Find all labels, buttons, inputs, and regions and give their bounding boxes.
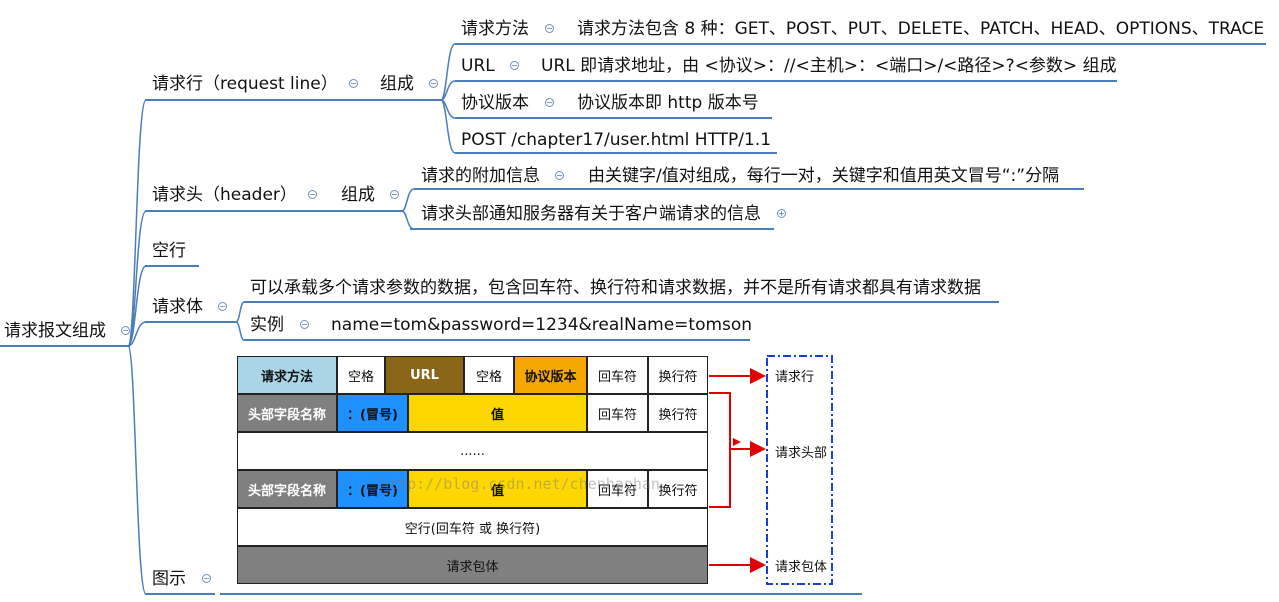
- extra-info-detail-underline: [577, 188, 1084, 190]
- collapse-icon[interactable]: −: [202, 574, 211, 583]
- cell-space: 空格: [337, 356, 385, 394]
- body-example-value-node[interactable]: name=tom&password=1234&realName=tomson: [331, 315, 753, 335]
- version-underline: [455, 117, 565, 119]
- root-node[interactable]: 请求报文组成: [4, 321, 106, 341]
- header-compose-node[interactable]: 组成: [341, 185, 375, 205]
- figure-underline: [145, 593, 215, 595]
- version-detail-node[interactable]: 协议版本即 http 版本号: [577, 93, 759, 113]
- cell-cr: 回车符: [587, 470, 648, 508]
- extra-info-detail-node[interactable]: 由关键字/值对组成，每行一对，关键字和值用英文冒号“:”分隔: [588, 166, 1060, 186]
- header-node[interactable]: 请求头（header）: [152, 185, 297, 205]
- notify-underline: [410, 228, 774, 230]
- blank-line-node[interactable]: 空行: [152, 241, 186, 261]
- watermark-text: http://blog.csdn.net/chenhaohan: [380, 475, 660, 493]
- cell-version: 协议版本: [514, 356, 587, 394]
- collapse-icon[interactable]: −: [555, 171, 564, 180]
- request-line-node[interactable]: 请求行（request line）: [152, 74, 338, 94]
- cell-cr: 回车符: [587, 394, 648, 432]
- side-label-request-headers: 请求头部: [775, 446, 828, 461]
- body-example-value-underline: [320, 339, 750, 341]
- extra-info-underline: [414, 188, 577, 190]
- version-node[interactable]: 协议版本: [461, 93, 529, 113]
- cell-body: 请求包体: [237, 546, 708, 584]
- collapse-icon[interactable]: −: [390, 190, 399, 199]
- url-underline: [455, 80, 530, 82]
- cell-colon: ：(冒号): [337, 394, 408, 432]
- method-underline: [455, 43, 565, 45]
- figure-node[interactable]: 图示: [152, 569, 186, 589]
- figure-image-underline: [220, 593, 862, 595]
- collapse-icon[interactable]: −: [545, 98, 554, 107]
- compose-underline: [330, 210, 403, 212]
- cell-url: URL: [385, 356, 464, 394]
- cell-space: 空格: [464, 356, 514, 394]
- cell-method: 请求方法: [237, 356, 337, 394]
- cell-blank-line: 空行(回车符 或 换行符): [237, 508, 708, 546]
- body-example-underline: [244, 339, 320, 341]
- header-brace: [709, 392, 731, 508]
- collapse-icon[interactable]: −: [121, 326, 130, 335]
- collapse-icon[interactable]: −: [349, 79, 358, 88]
- cell-cr: 回车符: [587, 356, 648, 394]
- method-node[interactable]: 请求方法: [461, 19, 529, 39]
- request-line-underline: [145, 99, 370, 101]
- side-label-request-line: 请求行: [775, 370, 815, 385]
- cell-lf: 换行符: [648, 356, 708, 394]
- root-underline: [0, 345, 130, 347]
- collapse-icon[interactable]: −: [300, 320, 309, 329]
- cell-ellipsis: ......: [237, 432, 708, 470]
- body-underline: [145, 321, 237, 323]
- method-detail-underline: [565, 43, 1266, 45]
- method-detail-node[interactable]: 请求方法包含 8 种：GET、POST、PUT、DELETE、PATCH、HEA…: [577, 19, 1265, 39]
- collapse-icon[interactable]: −: [218, 302, 227, 311]
- url-detail-node[interactable]: URL 即请求地址，由 <协议>：//<主机>：<端口>/<路径>?<参数> 组…: [541, 56, 1117, 76]
- compose-underline: [370, 99, 442, 101]
- collapse-icon[interactable]: −: [308, 190, 317, 199]
- url-node[interactable]: URL: [461, 56, 495, 76]
- expand-icon[interactable]: +: [777, 209, 786, 218]
- collapse-icon[interactable]: −: [545, 24, 554, 33]
- cell-field-name: 头部字段名称: [237, 394, 337, 432]
- blank-line-underline: [145, 265, 199, 267]
- example-line-node[interactable]: POST /chapter17/user.html HTTP/1.1: [461, 130, 772, 150]
- notify-node[interactable]: 请求头部通知服务器有关于客户端请求的信息: [421, 204, 761, 224]
- cell-value: 值: [408, 470, 587, 508]
- body-desc-node[interactable]: 可以承载多个请求参数的数据，包含回车符、换行符和请求数据，并不是所有请求都具有请…: [250, 278, 981, 298]
- cell-field-name: 头部字段名称: [237, 470, 337, 508]
- body-example-node[interactable]: 实例: [250, 315, 284, 335]
- side-bracket: [766, 355, 833, 585]
- cell-lf: 换行符: [648, 470, 708, 508]
- side-label-request-body: 请求包体: [775, 560, 828, 575]
- version-detail-underline: [565, 117, 772, 119]
- collapse-icon[interactable]: −: [510, 61, 519, 70]
- cell-value: 值: [408, 394, 587, 432]
- header-underline: [145, 210, 330, 212]
- url-detail-underline: [530, 80, 1117, 82]
- body-node[interactable]: 请求体: [152, 297, 203, 317]
- collapse-icon[interactable]: −: [429, 79, 438, 88]
- extra-info-node[interactable]: 请求的附加信息: [421, 166, 540, 186]
- cell-colon: ：(冒号): [337, 470, 408, 508]
- cell-lf: 换行符: [648, 394, 708, 432]
- example-line-underline: [455, 152, 777, 154]
- request-line-compose-node[interactable]: 组成: [380, 74, 414, 94]
- small-arrow-icon: [733, 438, 741, 446]
- body-desc-underline: [244, 301, 999, 303]
